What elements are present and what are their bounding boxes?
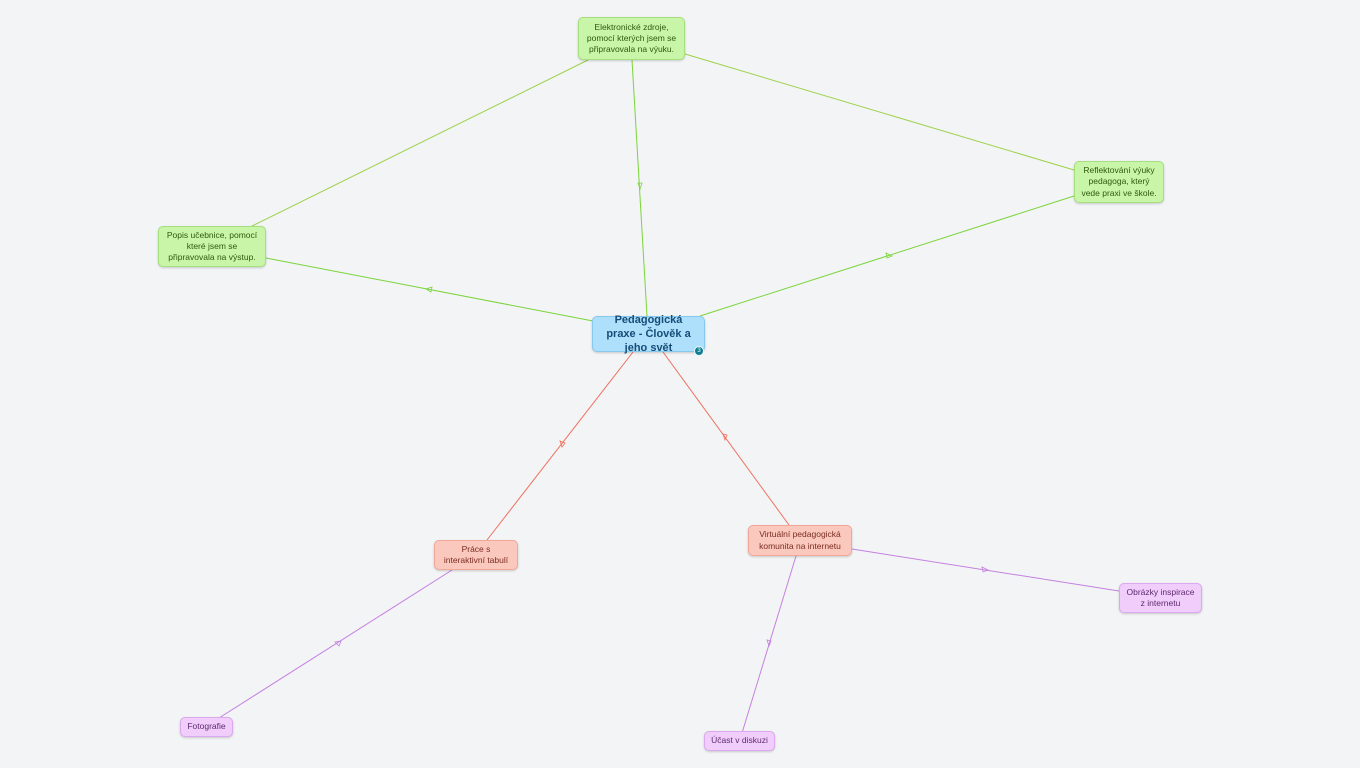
node-label: Virtuální pedagogická komunita na intern… [759, 529, 841, 551]
link-elektronicke-popis [251, 59, 589, 227]
arrow-marker [425, 286, 433, 293]
central-topic-node[interactable]: Pedagogická praxe - Člověk a jeho svět [592, 314, 705, 354]
node-elektronicke-zdroje[interactable]: Elektronické zdroje, pomocí kterých jsem… [578, 17, 685, 60]
node-label: Práce s interaktivní tabulí [443, 543, 509, 565]
node-label: Fotografie [187, 721, 226, 732]
node-obrazky-inspirace[interactable]: Obrázky inspirace z internetu [1119, 583, 1202, 613]
link-central-prace [486, 351, 634, 541]
node-label: Obrázky inspirace z internetu [1126, 586, 1195, 608]
link-elektronicke-reflektovani [684, 53, 1075, 171]
node-label: Elektronické zdroje, pomocí kterých jsem… [586, 21, 677, 55]
central-topic-label: Pedagogická praxe - Člověk a jeho svět [606, 313, 691, 355]
arrow-marker [722, 433, 728, 442]
node-label: Účast v diskuzi [711, 735, 768, 746]
link-prace-fotografie [218, 569, 453, 719]
node-label: Popis učebnice, pomocí které jsem se při… [166, 229, 258, 263]
node-reflektovani-vyuky[interactable]: Reflektování výuky pedagoga, který vede … [1074, 161, 1164, 203]
subtopic-count-badge[interactable]: 3 [694, 346, 704, 356]
arrow-marker [637, 182, 643, 191]
arrow-marker [334, 640, 342, 647]
arrow-marker [559, 440, 566, 448]
node-ucast-v-diskuzi[interactable]: Účast v diskuzi [704, 731, 775, 751]
node-fotografie[interactable]: Fotografie [180, 717, 233, 737]
link-central-popis [265, 257, 594, 322]
node-label: Reflektování výuky pedagoga, který vede … [1081, 165, 1157, 198]
arrow-marker [766, 639, 772, 648]
link-virtualni-obrazky [851, 548, 1120, 592]
link-virtualni-ucast [741, 555, 797, 734]
node-prace-s-tabuli[interactable]: Práce s interaktivní tabulí [434, 540, 518, 570]
node-virtualni-komunita[interactable]: Virtuální pedagogická komunita na intern… [748, 525, 852, 556]
arrow-marker [885, 252, 893, 259]
node-popis-ucebnice[interactable]: Popis učebnice, pomocí které jsem se při… [158, 226, 266, 267]
arrow-marker [981, 566, 989, 573]
